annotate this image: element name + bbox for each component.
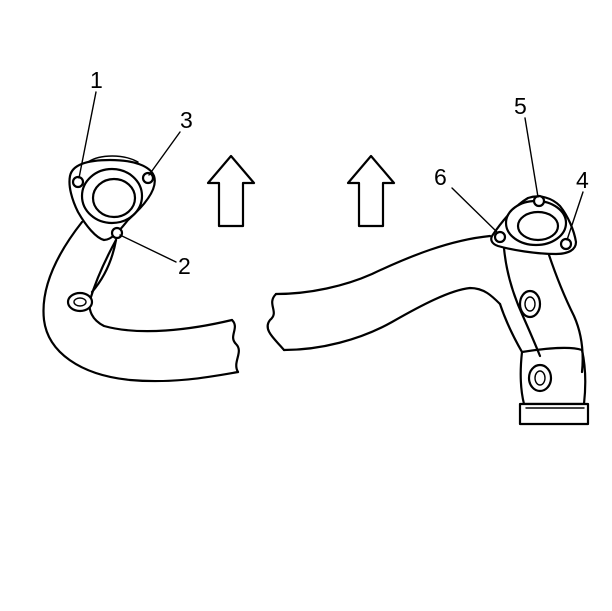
left-sensor-hole — [73, 297, 87, 307]
callout-2: 2 — [178, 253, 191, 279]
leader-5 — [524, 117, 539, 198]
right-flange-opening-inner — [516, 210, 560, 242]
leader-4 — [566, 191, 584, 241]
right-pipe-bottom-edge — [282, 286, 502, 352]
left-sensor-boss — [66, 291, 94, 313]
left-pipe-break — [230, 318, 240, 374]
callout-labels: 1 3 2 5 4 6 — [90, 67, 589, 279]
up-arrows — [206, 154, 396, 228]
left-bolt-hole-2 — [110, 226, 124, 240]
left-pipe-section — [42, 155, 240, 383]
left-bolt-hole-3 — [141, 171, 155, 185]
left-flange-opening-inner — [91, 177, 137, 219]
right-pipe-top-edge — [274, 234, 492, 296]
right-bolt-hole-5 — [532, 194, 546, 208]
right-pipe-section — [266, 194, 590, 426]
up-arrow-left-icon — [206, 154, 256, 228]
leader-3 — [148, 131, 181, 176]
left-pipe-inner-edge — [88, 238, 234, 333]
converter-boss-hole — [534, 370, 546, 386]
left-flange-top-rim — [87, 155, 139, 163]
left-pipe-body — [42, 220, 240, 383]
left-pipe-bracket — [90, 238, 118, 294]
leader-6 — [451, 187, 499, 234]
right-pipe-downleg-mid — [502, 246, 542, 358]
right-sensor-boss — [518, 289, 542, 319]
leader-1 — [78, 91, 97, 179]
callout-5: 5 — [514, 93, 527, 119]
leader-lines — [78, 91, 584, 263]
callout-6: 6 — [434, 164, 447, 190]
right-bolt-hole-6 — [493, 230, 507, 244]
right-pipe-downleg-left — [498, 302, 524, 354]
converter-outlet-flange — [518, 402, 590, 426]
right-pipe-downleg-right — [546, 250, 584, 374]
left-bolt-hole-1 — [71, 175, 85, 189]
converter-boss — [527, 363, 553, 393]
callout-3: 3 — [180, 107, 193, 133]
leader-2 — [119, 234, 177, 263]
callout-1: 1 — [90, 67, 103, 93]
up-arrow-right-icon — [346, 154, 396, 228]
right-bolt-hole-4 — [559, 237, 573, 251]
right-pipe-break — [266, 292, 286, 352]
right-sensor-hole — [524, 296, 536, 312]
callout-4: 4 — [576, 167, 589, 193]
converter-body — [519, 346, 587, 406]
